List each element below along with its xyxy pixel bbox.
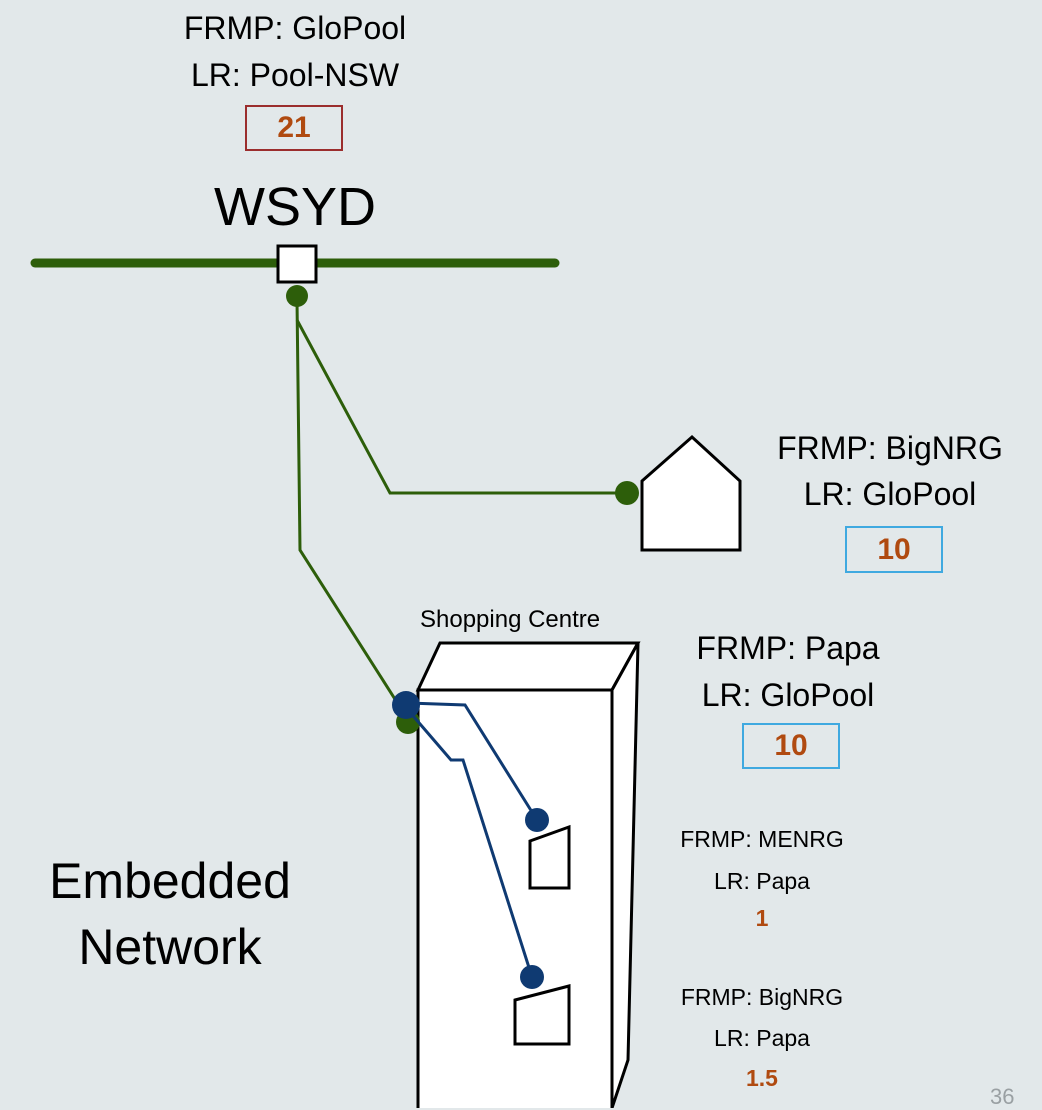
- bus-value-badge: 21: [245, 105, 343, 151]
- shopping-centre-value-badge: 10: [742, 723, 840, 769]
- embedded-line-unit2: [406, 709, 534, 978]
- house-lr-label: LR: GloPool: [803, 476, 977, 512]
- embedded-network-line1: Embedded: [49, 853, 291, 909]
- shopping-centre-frmp-label: FRMP: Papa: [696, 630, 880, 666]
- shopping-centre-title: Shopping Centre: [420, 606, 601, 633]
- unit2-lr-label: LR: Papa: [714, 1025, 810, 1051]
- building-top-face: [415, 641, 641, 692]
- house-value-badge: 10: [845, 526, 943, 573]
- page-number: 36: [990, 1084, 1015, 1109]
- unit2-node: [520, 965, 544, 989]
- house-node: [615, 481, 639, 505]
- unit2-value: 1.5: [746, 1065, 778, 1091]
- unit1-icon: [528, 824, 571, 890]
- embedded-network-line2: Network: [78, 919, 262, 975]
- unit1-lr-label: LR: Papa: [714, 868, 810, 894]
- embedded-line-unit1: [407, 701, 539, 821]
- line-to-house: [295, 319, 626, 495]
- building-side-face: [610, 642, 640, 1108]
- unit1-value: 1: [755, 905, 769, 931]
- unit1-frmp-label: FRMP: MENRG: [680, 826, 844, 852]
- shopping-centre-lr-label: LR: GloPool: [701, 677, 875, 713]
- line-to-shopping-centre: [295, 299, 409, 719]
- bus-connection-box: [276, 244, 318, 284]
- bus-connection-node: [286, 285, 308, 307]
- bus-name-label: WSYD: [214, 177, 376, 237]
- unit1-node: [525, 808, 549, 832]
- unit2-frmp-label: FRMP: BigNRG: [680, 984, 844, 1010]
- bus-lr-label: LR: Pool-NSW: [190, 57, 400, 93]
- shopping-centre-blue-node: [392, 691, 420, 719]
- house-icon: [640, 434, 742, 552]
- house-frmp-label: FRMP: BigNRG: [777, 430, 1003, 466]
- unit2-icon: [513, 984, 571, 1046]
- bus-frmp-label: FRMP: GloPool: [183, 10, 407, 46]
